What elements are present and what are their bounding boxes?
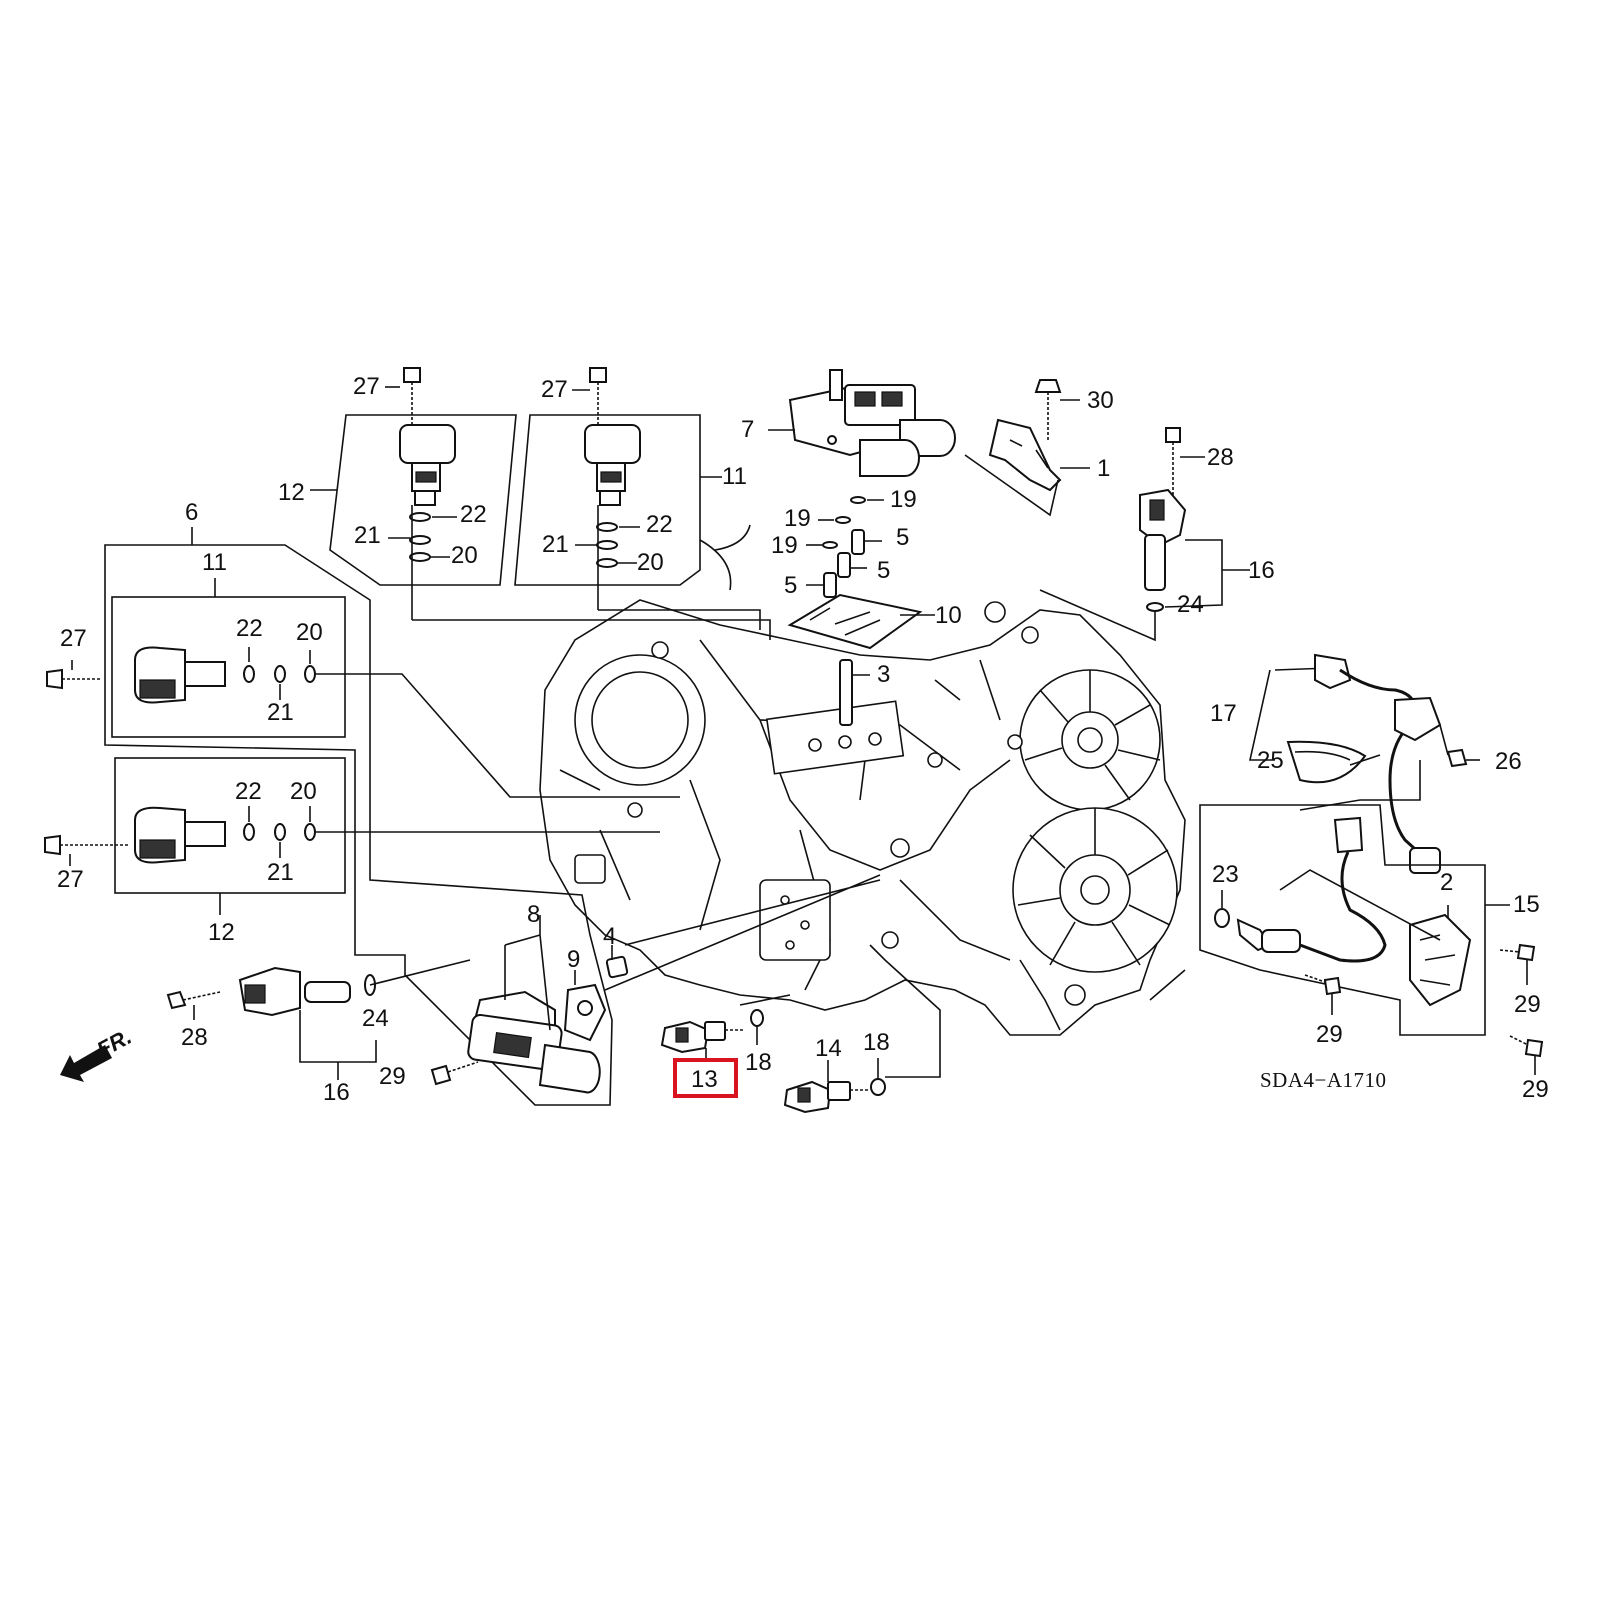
callout-label: 3 bbox=[877, 661, 890, 688]
solenoid-group-11-top bbox=[514, 367, 722, 610]
callout-label: 24 bbox=[362, 1005, 389, 1032]
callout-label: 18 bbox=[863, 1029, 890, 1056]
speed-sensor-16-right bbox=[1039, 427, 1250, 642]
callout-label: 29 bbox=[1514, 991, 1541, 1018]
front-direction-arrow: FR. bbox=[60, 1024, 136, 1082]
callout-label: 12 bbox=[278, 479, 305, 506]
callout-label: 29 bbox=[1316, 1021, 1343, 1048]
callout-label: 27 bbox=[541, 376, 568, 403]
callout-label: 7 bbox=[741, 416, 754, 443]
callout-label: 21 bbox=[354, 522, 381, 549]
callout-label: 25 bbox=[1257, 747, 1284, 774]
callout-label: 22 bbox=[460, 501, 487, 528]
callout-label: 5 bbox=[877, 557, 890, 584]
callout-label: 21 bbox=[542, 531, 569, 558]
callout-label: 27 bbox=[60, 625, 87, 652]
callout-label: 8 bbox=[527, 901, 540, 928]
solenoid-group-12-top bbox=[310, 367, 517, 620]
callout-label: 5 bbox=[784, 572, 797, 599]
callout-label: 29 bbox=[379, 1063, 406, 1090]
callout-label: 21 bbox=[267, 699, 294, 726]
callout-label: 16 bbox=[1248, 557, 1275, 584]
highlight-box-part-13 bbox=[673, 1058, 738, 1098]
callout-label: 18 bbox=[745, 1049, 772, 1076]
callout-label: 29 bbox=[1522, 1076, 1549, 1103]
callout-label: 28 bbox=[1207, 444, 1234, 471]
callout-label: 21 bbox=[267, 859, 294, 886]
callout-label: 20 bbox=[637, 549, 664, 576]
callout-label: 5 bbox=[896, 524, 909, 551]
pressure-switch-13 bbox=[660, 994, 791, 1060]
bracket-1-and-bolt-30 bbox=[964, 379, 1090, 517]
callout-label-highlighted: 13 bbox=[691, 1066, 718, 1093]
callout-label: 30 bbox=[1087, 387, 1114, 414]
callout-label: 27 bbox=[57, 866, 84, 893]
callout-labels: 27 27 27 27 30 7 1 28 12 11 22 22 21 21 … bbox=[57, 373, 1549, 1106]
callout-label: 16 bbox=[323, 1079, 350, 1106]
diagram-code: SDA4−A1710 bbox=[1260, 1068, 1387, 1092]
callout-label: 19 bbox=[784, 505, 811, 532]
callout-label: 4 bbox=[603, 923, 616, 950]
callout-label: 6 bbox=[185, 499, 198, 526]
callout-label: 20 bbox=[296, 619, 323, 646]
valve-body-parts bbox=[787, 496, 935, 726]
callout-label: 2 bbox=[1440, 869, 1453, 896]
callout-label: 24 bbox=[1177, 591, 1204, 618]
callout-label: 27 bbox=[353, 373, 380, 400]
callout-label: 22 bbox=[235, 778, 262, 805]
linear-solenoid-7 bbox=[768, 369, 956, 477]
callout-label: 22 bbox=[236, 615, 263, 642]
callout-label: 9 bbox=[567, 946, 580, 973]
wire-harness-17 bbox=[1249, 653, 1480, 874]
callout-label: 23 bbox=[1212, 861, 1239, 888]
speed-sensor-16-left bbox=[166, 959, 471, 1080]
callout-label: 20 bbox=[451, 542, 478, 569]
callout-label: 14 bbox=[815, 1035, 842, 1062]
callout-label: 12 bbox=[208, 919, 235, 946]
callout-label: 19 bbox=[771, 532, 798, 559]
solenoid-group-6 bbox=[46, 527, 680, 1106]
solenoid-8-and-gasket-9 bbox=[430, 874, 881, 1094]
callout-label: 22 bbox=[646, 511, 673, 538]
callout-label: 11 bbox=[722, 463, 747, 490]
sensor-group-15 bbox=[1149, 804, 1544, 1075]
pressure-switch-14 bbox=[783, 944, 941, 1114]
callout-label: 11 bbox=[202, 549, 227, 576]
callout-label: 10 bbox=[935, 602, 962, 629]
solenoid-group-12-left bbox=[44, 757, 660, 915]
callout-label: 1 bbox=[1097, 455, 1110, 482]
callout-label: 17 bbox=[1210, 700, 1237, 727]
callout-label: 19 bbox=[890, 486, 917, 513]
callout-label: 20 bbox=[290, 778, 317, 805]
callout-label: 15 bbox=[1513, 891, 1540, 918]
callout-label: 28 bbox=[181, 1024, 208, 1051]
callout-label: 26 bbox=[1495, 748, 1522, 775]
